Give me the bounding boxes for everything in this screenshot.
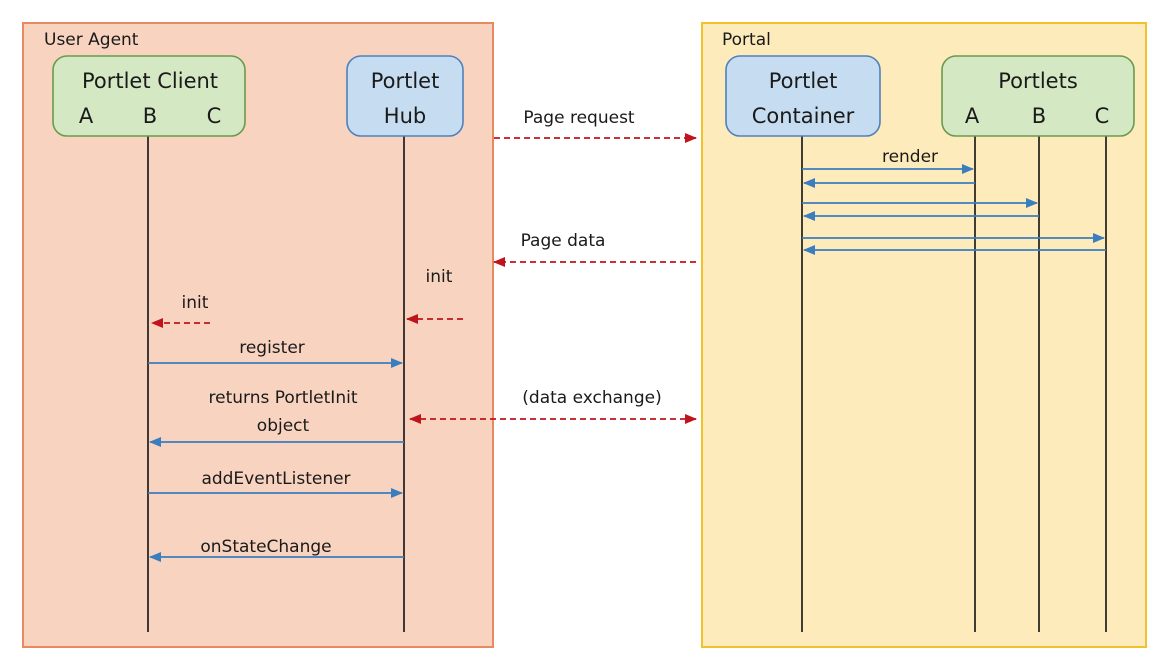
- portlet-hub-actor: Portlet Hub: [346, 55, 464, 137]
- add-event-listener-message: addEventListener: [148, 469, 403, 498]
- init-client-message: init: [151, 293, 210, 328]
- portlet-client-title: Portlet Client: [82, 69, 218, 93]
- data-exchange-message: (data exchange): [409, 388, 697, 424]
- portlet-client-part-c: C: [207, 104, 222, 128]
- portlet-hub-line2: Hub: [384, 104, 426, 128]
- portlets-title: Portlets: [998, 69, 1078, 93]
- page-data-label: Page data: [521, 231, 606, 251]
- register-message: register: [148, 338, 403, 368]
- init-hub-message: init: [406, 267, 463, 324]
- user-agent-label: User Agent: [44, 30, 139, 50]
- portlet-client-actor: Portlet Client A B C: [52, 55, 246, 137]
- data-exchange-label: (data exchange): [522, 388, 661, 408]
- portlet-container-actor: Portlet Container: [725, 55, 881, 137]
- returns-portletinit-message: returns PortletInit object: [149, 388, 404, 447]
- on-state-change-message: onStateChange: [149, 537, 404, 562]
- returns-label-line1: returns PortletInit: [209, 388, 358, 408]
- portal-label: Portal: [722, 30, 771, 50]
- portlet-client-part-a: A: [79, 104, 94, 128]
- portlets-actor: Portlets A B C: [941, 55, 1135, 137]
- init-client-label: init: [182, 293, 209, 313]
- returns-label-line2: object: [257, 416, 310, 436]
- add-event-listener-label: addEventListener: [201, 469, 350, 489]
- init-hub-label: init: [426, 267, 453, 287]
- portlet-container-line1: Portlet: [769, 69, 838, 93]
- render-label: render: [882, 147, 938, 167]
- page-request-label: Page request: [523, 108, 635, 128]
- on-state-change-label: onStateChange: [200, 537, 331, 557]
- portlet-hub-line1: Portlet: [371, 69, 440, 93]
- portlet-container-line2: Container: [752, 104, 855, 128]
- page-request-message: Page request: [494, 108, 697, 143]
- portlets-part-c: C: [1095, 104, 1110, 128]
- register-label: register: [239, 338, 305, 358]
- portlet-client-part-b: B: [143, 104, 157, 128]
- portlets-part-b: B: [1032, 104, 1046, 128]
- lifelines: [147, 135, 1107, 632]
- portlets-part-a: A: [965, 104, 980, 128]
- render-messages: render: [802, 147, 1106, 255]
- page-data-message: Page data: [493, 231, 696, 267]
